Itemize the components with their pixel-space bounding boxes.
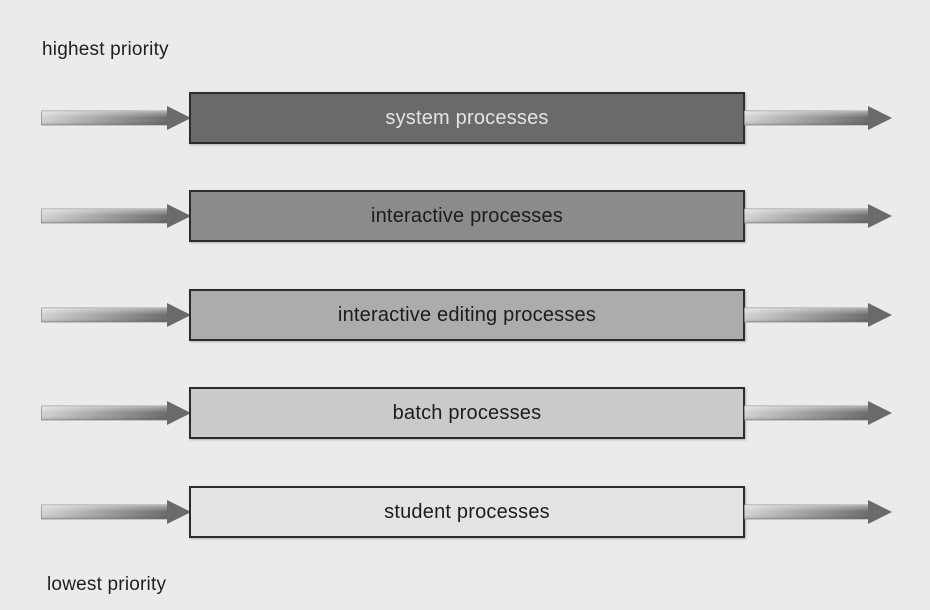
queue-label: interactive processes: [370, 204, 564, 227]
outgoing-arrow-icon: [744, 302, 892, 328]
queue-student-processes: student processes: [189, 486, 745, 538]
incoming-arrow-icon: [41, 105, 191, 131]
queue-interactive-processes: interactive processes: [189, 190, 745, 242]
incoming-arrow-icon: [41, 400, 191, 426]
queue-label: system processes: [385, 106, 549, 129]
queue-system-processes: system processes: [189, 92, 745, 144]
queue-label: interactive editing processes: [337, 303, 597, 326]
queue-row-interactive-editing: interactive editing processes: [0, 289, 930, 341]
lowest-priority-label: lowest priority: [47, 574, 167, 595]
outgoing-arrow-icon: [744, 499, 892, 525]
incoming-arrow-icon: [41, 302, 191, 328]
queue-row-system: system processes: [0, 92, 930, 144]
queue-label: batch processes: [392, 401, 542, 424]
outgoing-arrow-icon: [744, 400, 892, 426]
incoming-arrow-icon: [41, 203, 191, 229]
outgoing-arrow-icon: [744, 203, 892, 229]
outgoing-arrow-icon: [744, 105, 892, 131]
queue-row-batch: batch processes: [0, 387, 930, 439]
queue-batch-processes: batch processes: [189, 387, 745, 439]
queue-interactive-editing-processes: interactive editing processes: [189, 289, 745, 341]
queue-row-student: student processes: [0, 486, 930, 538]
queue-row-interactive: interactive processes: [0, 190, 930, 242]
incoming-arrow-icon: [41, 499, 191, 525]
highest-priority-label: highest priority: [42, 39, 169, 60]
queue-label: student processes: [384, 500, 550, 523]
